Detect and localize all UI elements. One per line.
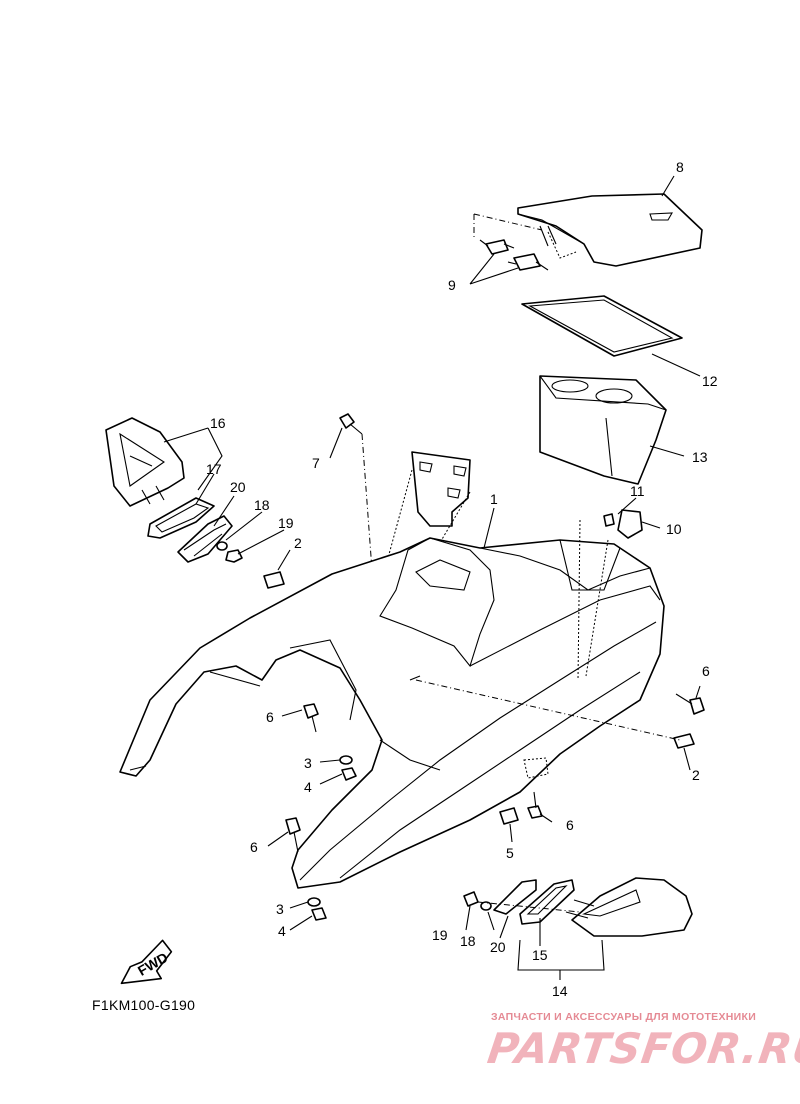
part-16-cone-left[interactable] <box>105 417 185 507</box>
callout-6-center: 6 <box>566 817 574 833</box>
callout-11: 11 <box>630 483 645 499</box>
callout-18-left: 18 <box>254 497 270 513</box>
callout-9: 9 <box>448 277 456 293</box>
part-18-washer-right[interactable] <box>480 901 492 911</box>
part-3-washer-upper[interactable] <box>339 755 353 765</box>
callout-18-right: 18 <box>460 933 476 949</box>
callout-12: 12 <box>702 373 718 389</box>
callout-19-right: 19 <box>432 927 448 943</box>
part-3-washer-lower[interactable] <box>307 897 321 907</box>
part-2-clip-lower[interactable] <box>673 733 695 749</box>
fwd-arrow-icon: FWD <box>120 939 173 985</box>
part-6-bolt-right[interactable] <box>675 693 705 715</box>
callout-10: 10 <box>666 521 682 537</box>
callout-4-upper: 4 <box>304 779 312 795</box>
callout-20-right: 20 <box>490 939 506 955</box>
part-14-cone-right[interactable] <box>565 877 693 937</box>
diagram-code: F1KM100-G190 <box>92 997 196 1013</box>
callout-7: 7 <box>312 455 320 471</box>
part-20-plate-left[interactable] <box>177 515 233 563</box>
part-6-bolt-center[interactable] <box>527 791 543 819</box>
callout-5: 5 <box>506 845 514 861</box>
callout-6-lower-left: 6 <box>250 839 258 855</box>
callout-2-lower: 2 <box>692 767 700 783</box>
leader-lines <box>163 175 701 980</box>
part-6-bolt-left[interactable] <box>303 703 319 733</box>
callout-4-lower: 4 <box>278 923 286 939</box>
part-11-screw[interactable] <box>603 513 615 527</box>
part-19-nut-right[interactable] <box>463 891 479 907</box>
part-2-clip-upper[interactable] <box>263 571 285 589</box>
part-10-latch-hook[interactable] <box>617 509 643 539</box>
watermark-tagline: ЗАПЧАСТИ И АКСЕССУАРЫ ДЛЯ МОТОТЕХНИКИ <box>491 1011 757 1023</box>
callout-17: 17 <box>206 461 222 477</box>
callout-6-left: 6 <box>266 709 274 725</box>
callout-20-left: 20 <box>230 479 246 495</box>
callout-3-lower: 3 <box>276 901 284 917</box>
part-18-washer-left[interactable] <box>216 541 228 551</box>
part-5-clip[interactable] <box>499 807 519 825</box>
part-4-nut-upper[interactable] <box>341 767 357 781</box>
callout-1: 1 <box>490 491 498 507</box>
callout-13: 13 <box>692 449 708 465</box>
part-4-nut-lower[interactable] <box>311 907 327 921</box>
assembly-axis <box>477 901 581 913</box>
callout-14: 14 <box>552 983 568 999</box>
part-20-plate-right[interactable] <box>493 879 537 915</box>
part-19-nut-left[interactable] <box>225 549 243 563</box>
part-8-lid[interactable] <box>517 193 703 267</box>
part-12-mat[interactable] <box>521 295 683 357</box>
part-1-hull-cover[interactable] <box>119 519 681 889</box>
callout-3-upper: 3 <box>304 755 312 771</box>
callout-2-upper: 2 <box>294 535 302 551</box>
part-15-gasket-right[interactable] <box>519 879 575 925</box>
part-7-bolt[interactable] <box>339 413 373 571</box>
callout-labels: 1 2 2 3 3 4 4 5 6 6 6 6 7 8 9 10 11 12 1… <box>206 159 718 999</box>
callout-15: 15 <box>532 947 548 963</box>
part-6-bolt-lower-left[interactable] <box>285 817 301 853</box>
callout-19-left: 19 <box>278 515 294 531</box>
callout-16: 16 <box>210 415 226 431</box>
callout-6-right: 6 <box>702 663 710 679</box>
part-9-latch[interactable] <box>473 213 577 271</box>
watermark-logo[interactable]: PARTSFOR.RU <box>484 1024 800 1073</box>
callout-8: 8 <box>676 159 684 175</box>
part-13-storage-bin[interactable] <box>539 375 667 485</box>
part-17-gasket-left[interactable] <box>147 497 215 539</box>
